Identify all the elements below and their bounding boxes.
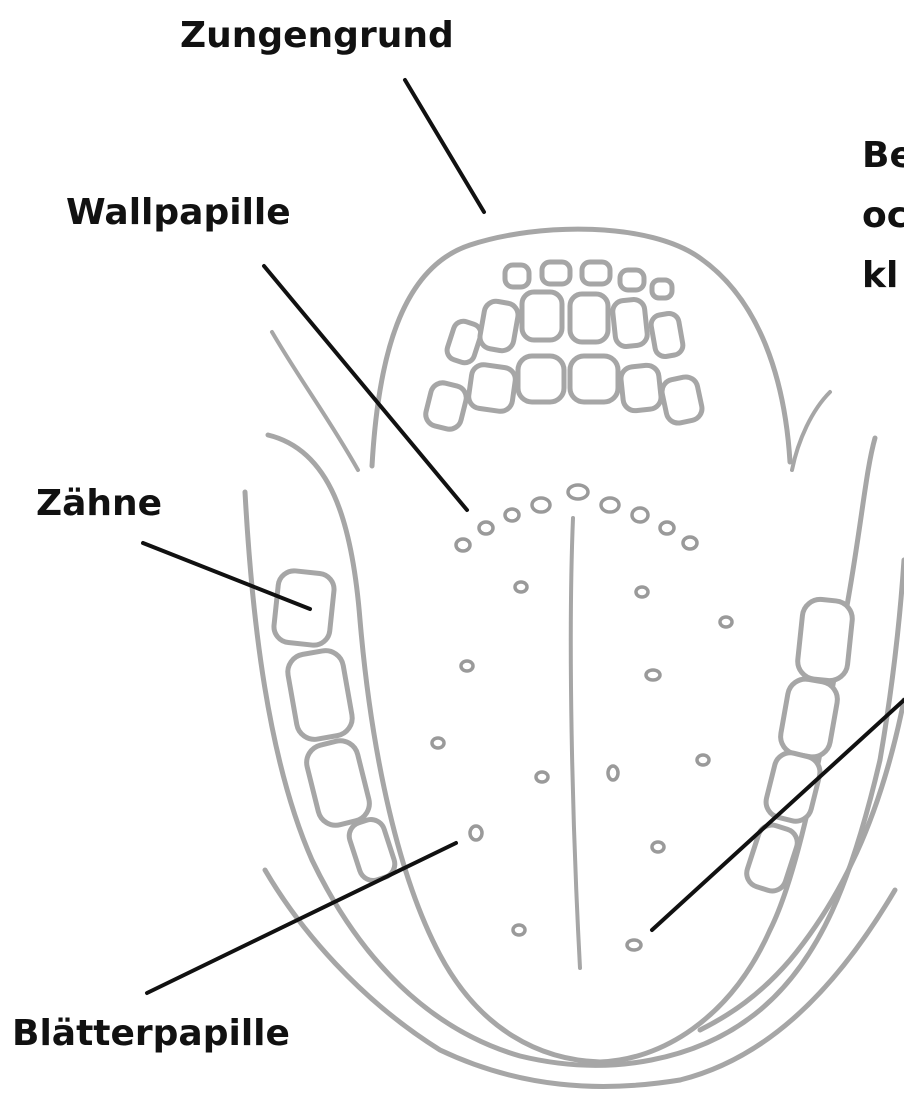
papilla xyxy=(432,738,444,748)
tooth xyxy=(303,737,373,829)
papilla xyxy=(456,539,470,551)
papilla xyxy=(646,670,660,680)
chin-outline-left xyxy=(265,870,680,1086)
tooth xyxy=(518,356,564,402)
wallpapille-row xyxy=(456,485,697,551)
tooth xyxy=(652,280,672,298)
tooth xyxy=(660,375,704,426)
papilla xyxy=(532,498,550,512)
tooth xyxy=(542,262,570,284)
tooth xyxy=(743,821,801,894)
papilla xyxy=(601,498,619,512)
label-wallpapille: Wallpapille xyxy=(66,193,291,233)
tooth xyxy=(522,292,562,340)
left-fold xyxy=(272,332,358,470)
papilla xyxy=(608,766,618,780)
upper-teeth xyxy=(423,262,704,432)
papilla xyxy=(683,537,697,549)
label-right-cut-3: kl xyxy=(862,256,898,296)
tooth xyxy=(620,270,644,290)
label-right-cut-1: Be xyxy=(862,136,904,176)
papilla xyxy=(470,826,482,840)
papilla xyxy=(632,508,648,522)
papilla xyxy=(513,925,525,935)
papilla xyxy=(479,522,493,534)
papilla xyxy=(505,509,519,521)
label-blaetterpapille: Blätterpapille xyxy=(12,1014,290,1054)
left-lower-teeth xyxy=(272,569,398,884)
tooth xyxy=(796,598,854,683)
label-zaehne: Zähne xyxy=(36,484,162,524)
papilla xyxy=(515,582,527,592)
papilla xyxy=(720,617,732,627)
tooth xyxy=(570,356,618,402)
tooth xyxy=(582,262,610,284)
blaetterpapille-leader xyxy=(147,843,456,993)
papilla xyxy=(536,772,548,782)
label-right-cut-2: oc xyxy=(862,196,904,236)
zungengrund-leader xyxy=(405,80,484,212)
tooth xyxy=(763,749,824,824)
tooth xyxy=(778,676,840,760)
papilla xyxy=(697,755,709,765)
label-zungengrund: Zungengrund xyxy=(180,16,454,56)
tooth xyxy=(650,312,685,358)
right-fold xyxy=(792,392,830,470)
tooth xyxy=(570,294,608,342)
tooth xyxy=(467,363,517,413)
papilla xyxy=(652,842,664,852)
tooth xyxy=(478,299,520,352)
papilla xyxy=(627,940,641,950)
median-groove xyxy=(571,518,580,968)
papilla xyxy=(660,522,674,534)
tooth xyxy=(445,319,484,366)
papilla xyxy=(568,485,588,499)
tooth xyxy=(423,380,469,431)
tooth xyxy=(620,364,662,412)
scattered-papillae xyxy=(432,582,732,950)
tooth xyxy=(285,648,355,742)
tooth xyxy=(612,298,649,347)
papilla xyxy=(636,587,648,597)
tooth xyxy=(505,265,529,287)
papilla xyxy=(461,661,473,671)
